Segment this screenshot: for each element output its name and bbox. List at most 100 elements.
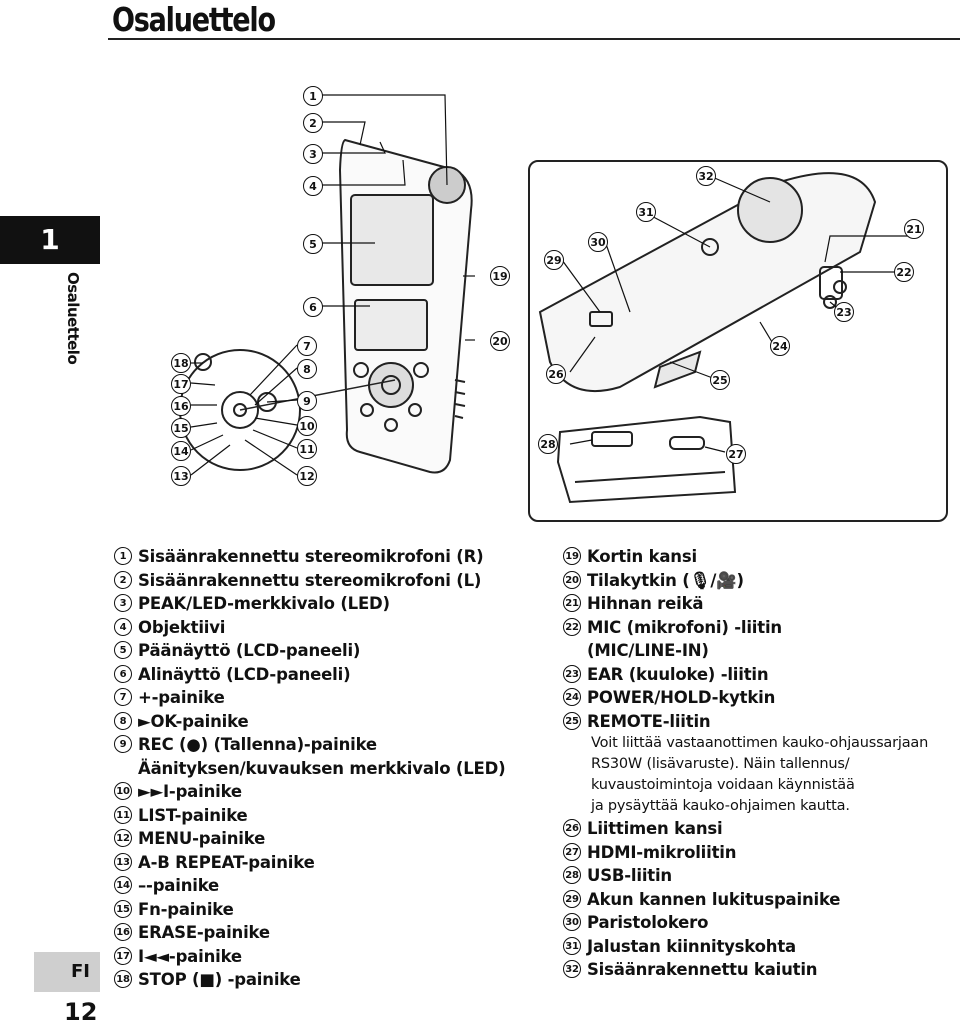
callout-21: 21 [904, 219, 924, 239]
legend-text: Sisäänrakennettu stereomikrofoni (R) [138, 547, 484, 566]
legend-text: USB-liitin [587, 866, 672, 885]
legend-text: PEAK/LED-merkkivalo (LED) [138, 594, 390, 613]
legend-number: 4 [114, 617, 132, 636]
legend-item: 14–-painike [114, 874, 505, 898]
callout-1: 1 [303, 86, 323, 106]
legend-item: 31 Jalustan kiinnityskohta [563, 935, 928, 959]
legend-text: HDMI-mikroliitin [587, 842, 737, 862]
legend-number: 26 [563, 819, 581, 837]
callout-4: 4 [303, 176, 323, 196]
legend-number: 24 [563, 688, 581, 706]
callout-10: 10 [297, 416, 317, 436]
callout-27: 27 [726, 444, 746, 464]
callout-25: 25 [710, 370, 730, 390]
legend-text: Fn-painike [138, 899, 234, 919]
legend-continuation: Äänityksen/kuvauksen merkkivalo (LED) [138, 758, 506, 778]
legend-number: 10 [114, 782, 132, 800]
legend-number: 8 [114, 711, 132, 730]
title-rule [108, 38, 960, 40]
language-tab: FI [34, 952, 100, 992]
legend-item: 10 ►►I-painike [114, 780, 505, 804]
callout-18: 18 [171, 353, 191, 373]
legend-text: EAR (kuuloke) -liitin [587, 664, 769, 684]
legend-number: 16 [114, 923, 132, 941]
legend-text: A-B REPEAT-painike [138, 852, 315, 872]
legend-item: 19 Kortin kansi [563, 545, 928, 569]
callout-13: 13 [171, 466, 191, 486]
legend-number: 31 [563, 936, 581, 955]
legend-item: 23 EAR (kuuloke) -liitin [563, 663, 928, 687]
legend-number: 23 [563, 664, 581, 683]
callout-26: 26 [546, 364, 566, 384]
legend-number: 15 [114, 899, 132, 918]
callout-32: 32 [696, 166, 716, 186]
legend-item: 3 PEAK/LED-merkkivalo (LED) [114, 592, 505, 616]
legend-text: I◄◄-painike [138, 946, 242, 966]
legend-item: 5 Päänäyttö (LCD-paneeli) [114, 639, 505, 663]
legend-number: 2 [114, 570, 132, 589]
callout-29: 29 [544, 250, 564, 270]
legend-number: 27 [563, 842, 581, 861]
callout-8: 8 [297, 359, 317, 379]
legend-number: 17 [114, 946, 132, 965]
legend-number: 13 [114, 852, 132, 871]
legend-item: 13 A-B REPEAT-painike [114, 851, 505, 875]
legend-text: Kortin kansi [587, 547, 697, 566]
legend-item: 26 Liittimen kansi [563, 817, 928, 841]
legend-number: 25 [563, 711, 581, 730]
legend-number: 19 [563, 547, 581, 565]
legend-text: MIC (mikrofoni) -liitin [587, 617, 782, 637]
legend-item: 17 I◄◄-painike [114, 945, 505, 969]
legend-number: 32 [563, 960, 581, 978]
recorder-bottom-figure: 21 22 23 24 25 26 27 28 29 30 31 32 [528, 160, 948, 522]
legend-item: 7+-painike [114, 686, 505, 710]
legend-number: 3 [114, 594, 132, 612]
legend-text: Tilakytkin (🎙/🎥) [587, 570, 744, 590]
callout-30: 30 [588, 232, 608, 252]
legend-text: Hihnan reikä [587, 594, 704, 613]
legend-number: 12 [114, 829, 132, 847]
legend-item: 27 HDMI-mikroliitin [563, 841, 928, 865]
legend-text: REMOTE-liitin [587, 711, 711, 731]
callout-3: 3 [303, 144, 323, 164]
legend-number: 1 [114, 547, 132, 565]
legend-text: Liittimen kansi [587, 819, 723, 838]
recorder-front-figure: 1 2 3 4 5 6 7 8 9 10 11 12 13 14 15 16 1… [155, 80, 515, 500]
legend-text: ►►I-painike [138, 782, 242, 801]
legend-text: Jalustan kiinnityskohta [587, 936, 796, 956]
legend-note: RS30W (lisävaruste). Näin tallennus/ [591, 756, 850, 772]
callout-20: 20 [490, 331, 510, 351]
callout-6: 6 [303, 297, 323, 317]
legend-continuation: (MIC/LINE-IN) [587, 641, 709, 660]
chapter-tab: 1 [0, 216, 100, 264]
legend-text: POWER/HOLD-kytkin [587, 688, 776, 707]
legend-text: Päänäyttö (LCD-paneeli) [138, 641, 361, 660]
callout-24: 24 [770, 336, 790, 356]
legend-text: Alinäyttö (LCD-paneeli) [138, 664, 351, 684]
recorder-bottom-drawing [538, 172, 915, 504]
legend-text: Paristolokero [587, 913, 709, 932]
legend-number: 5 [114, 641, 132, 659]
callout-16: 16 [171, 396, 191, 416]
callout-23: 23 [834, 302, 854, 322]
callout-14: 14 [171, 441, 191, 461]
callout-22: 22 [894, 262, 914, 282]
legend-text: REC (●) (Tallenna)-painike [138, 735, 377, 754]
legend-note: kuvaustoimintoja voidaan käynnistää [591, 777, 855, 793]
callout-2: 2 [303, 113, 323, 133]
legend-item: 8►OK-painike [114, 710, 505, 734]
legend-number: 11 [114, 805, 132, 824]
callout-9: 9 [297, 391, 317, 411]
callout-28: 28 [538, 434, 558, 454]
